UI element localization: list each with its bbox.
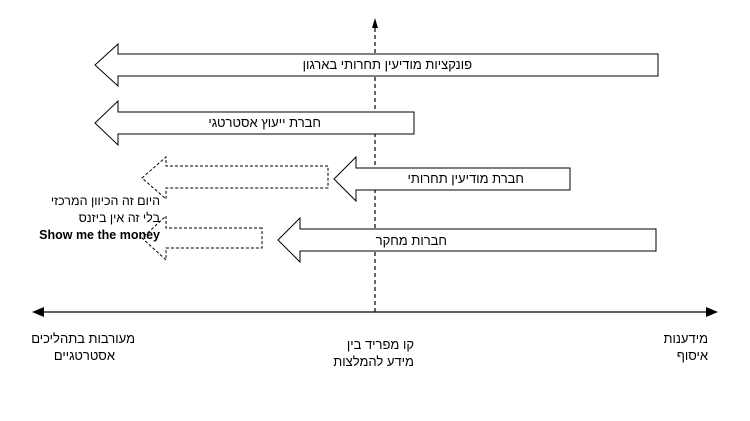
axis-right-label-line1: מידענות (663, 331, 709, 346)
arrow-research-companies (277, 216, 657, 264)
side-note-line3: Show me the money (39, 228, 160, 242)
side-note-line2: בלי זה אין ביזנס (78, 211, 160, 225)
side-note: היום זה הכיוון המרכזי בלי זה אין ביזנס S… (39, 193, 160, 244)
divider-arrowhead (372, 18, 378, 28)
axis-center-label: קו מפריד בין מידע להמלצות (333, 336, 414, 370)
arrow-ci-company (333, 155, 571, 203)
arrow-label-strategy-consulting: חברת ייעוץ אסטרטגי (208, 115, 321, 130)
arrow-research-companies-future (141, 214, 263, 262)
arrow-label-research-companies: חברות מחקר (375, 233, 447, 248)
axis-left-arrowhead (32, 307, 44, 317)
axis-right-label-line2: איסוף (676, 348, 708, 363)
arrow-ci-company-future (141, 155, 329, 201)
side-note-line1: היום זה הכיוון המרכזי (50, 194, 160, 208)
arrow-strategy-consulting (94, 99, 415, 147)
arrow-label-org-functions: פונקציות מודיעין תחרותי בארגון (302, 57, 472, 72)
arrow-org-functions (94, 42, 659, 88)
axis-right-arrowhead (706, 307, 718, 317)
axis-left-label-line1: מעורבות בתהליכים (31, 331, 135, 346)
axis-center-label-line2: מידע להמלצות (333, 354, 414, 369)
axis-left-label: מעורבות בתהליכים אסטרטגיים (31, 330, 135, 364)
axis-left-label-line2: אסטרטגיים (53, 348, 115, 363)
axis-right-label: מידענות איסוף (664, 330, 709, 364)
axis-center-label-line1: קו מפריד בין (346, 337, 414, 352)
arrow-label-ci-company: חברת מודיעין תחרותי (407, 171, 524, 186)
